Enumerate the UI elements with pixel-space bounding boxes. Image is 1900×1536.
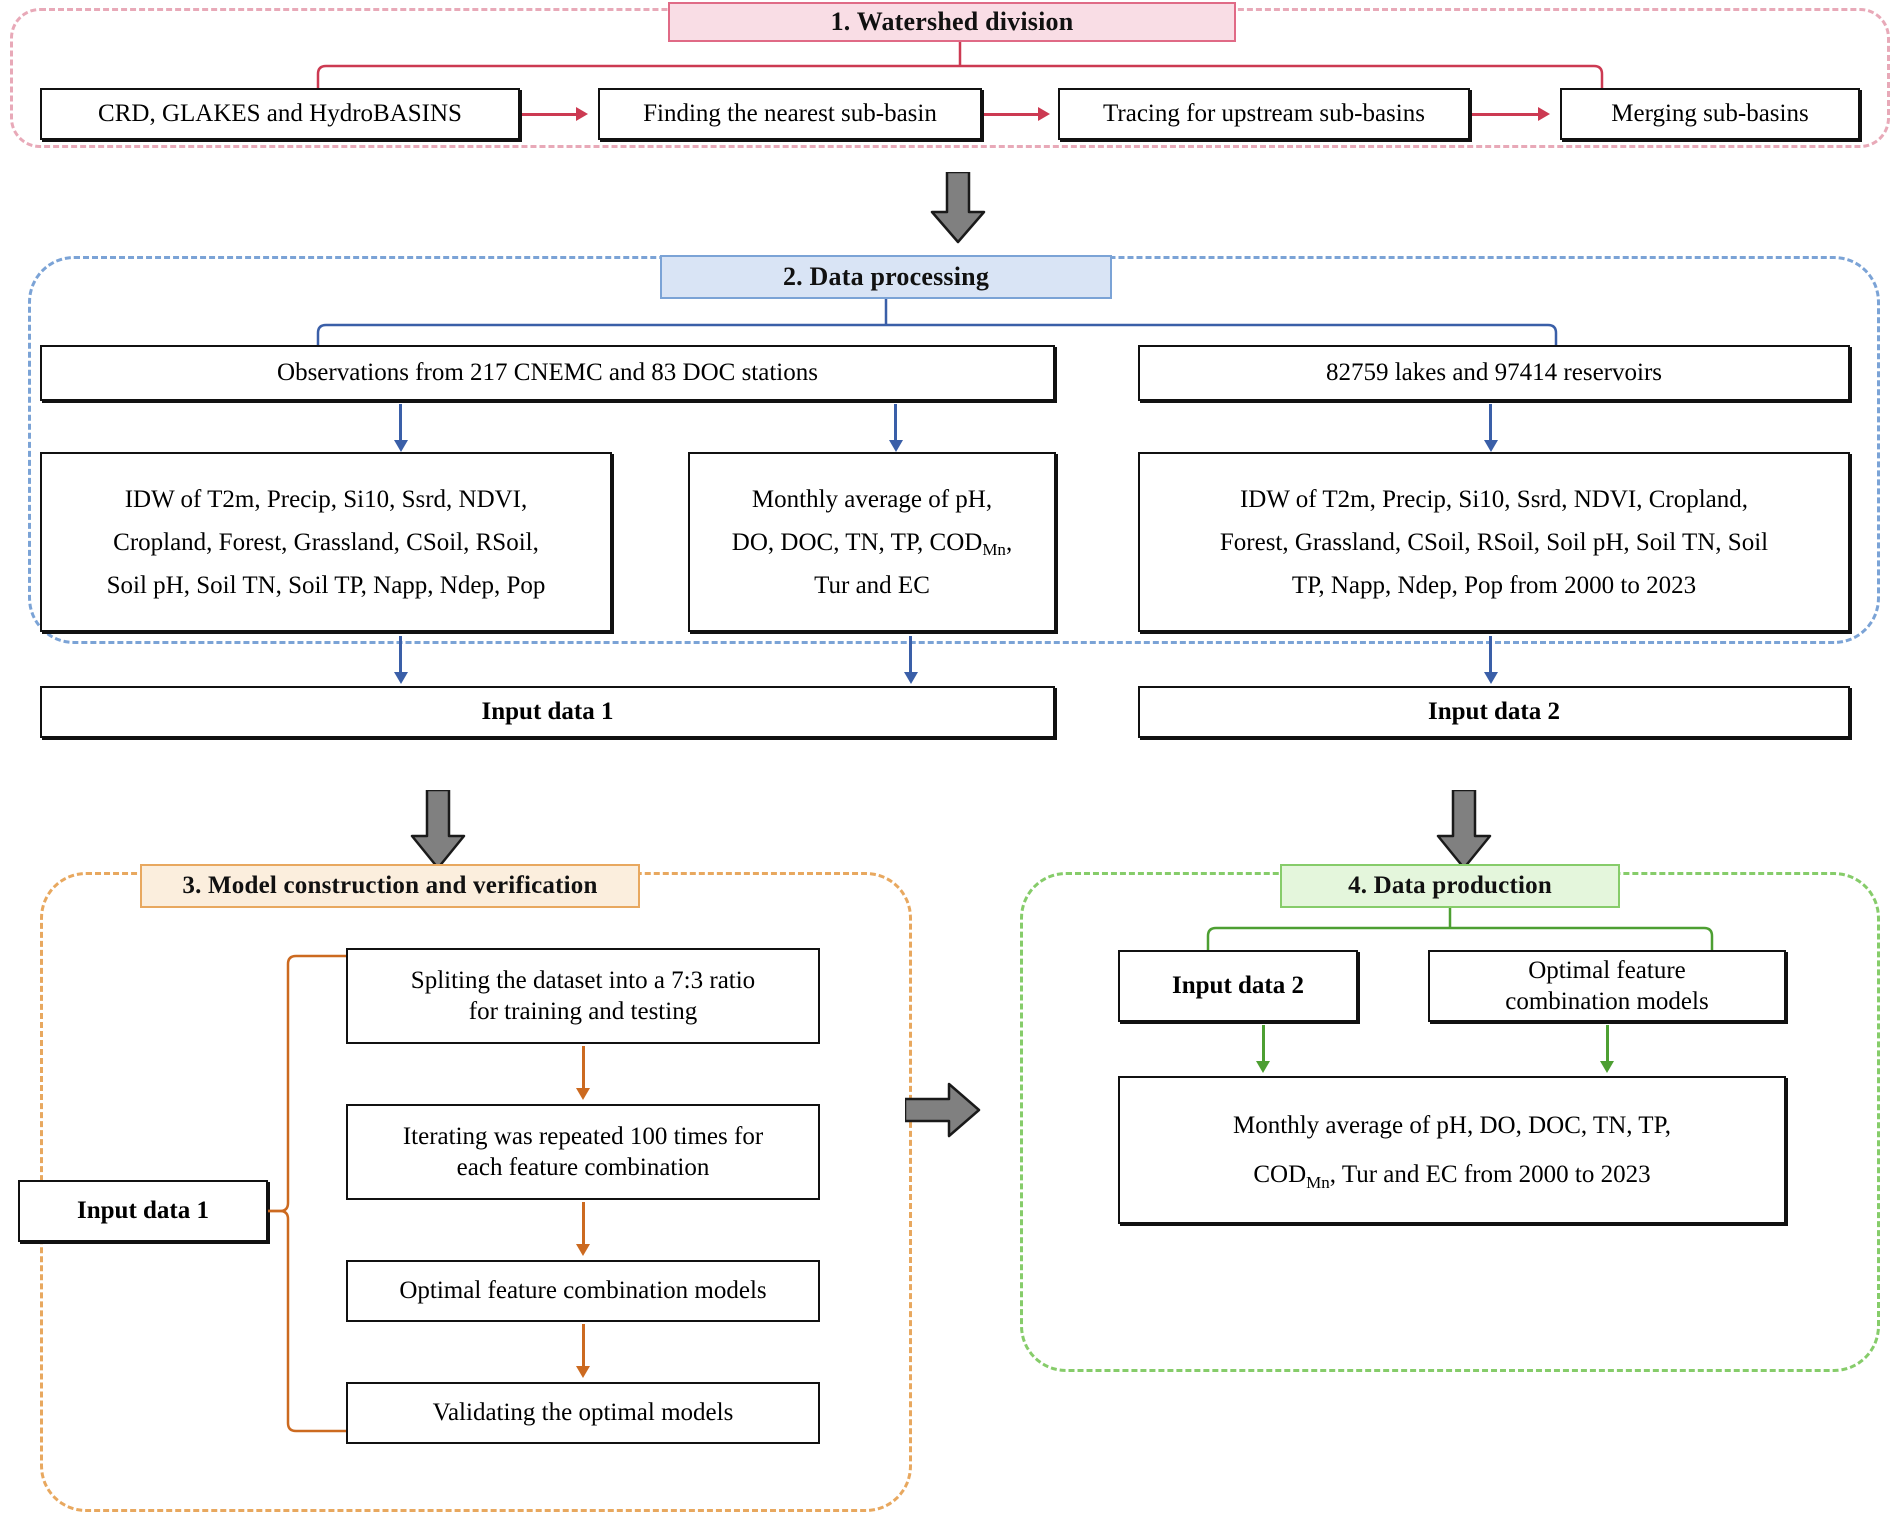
arrow-head-icon bbox=[904, 672, 918, 684]
step-line: each feature combination bbox=[456, 1154, 710, 1181]
input-box-label: Input data 2 bbox=[1172, 972, 1304, 1000]
arrow-head-icon bbox=[1484, 672, 1498, 684]
process-box-label: Merging sub-basins bbox=[1611, 100, 1809, 128]
step-line: for training and testing bbox=[468, 998, 698, 1025]
gray-block-arrow-down-icon bbox=[1434, 790, 1494, 870]
arrow-line bbox=[984, 113, 1038, 116]
output-box-label: Input data 2 bbox=[1428, 698, 1560, 726]
arrow-line bbox=[582, 1046, 585, 1090]
process-box-merging-subbasins[interactable]: Merging sub-basins bbox=[1560, 88, 1860, 140]
arrow-line bbox=[399, 404, 402, 442]
source-box-label: Observations from 217 CNEMC and 83 DOC s… bbox=[277, 359, 818, 387]
step-line: Validating the optimal models bbox=[432, 1399, 734, 1427]
arrow-line bbox=[582, 1202, 585, 1246]
arrow-line bbox=[1489, 636, 1492, 674]
section-title-data-production: 4. Data production bbox=[1280, 864, 1620, 908]
cod-suffix: , Tur and EC from 2000 to 2023 bbox=[1329, 1161, 1651, 1188]
processing-line: Forest, Grassland, CSoil, RSoil, Soil pH… bbox=[1219, 528, 1769, 556]
arrow-head-icon bbox=[576, 107, 588, 121]
arrow-head-icon bbox=[1600, 1061, 1614, 1073]
input-box-optimal-models[interactable]: Optimal feature combination models bbox=[1428, 950, 1786, 1022]
arrow-head-icon bbox=[1038, 107, 1050, 121]
processing-line: Cropland, Forest, Grassland, CSoil, RSoi… bbox=[113, 528, 539, 556]
input-box-input-data-1[interactable]: Input data 1 bbox=[18, 1180, 268, 1242]
arrow-head-icon bbox=[576, 1366, 590, 1378]
step-box-iterating[interactable]: Iterating was repeated 100 times for eac… bbox=[346, 1104, 820, 1200]
step-box-validating-models[interactable]: Validating the optimal models bbox=[346, 1382, 820, 1444]
processing-box-monthly-average[interactable]: Monthly average of pH, DO, DOC, TN, TP, … bbox=[688, 452, 1056, 632]
section-title-model-construction: 3. Model construction and verification bbox=[140, 864, 640, 908]
input-box-line: Optimal feature bbox=[1528, 956, 1686, 984]
output-box-label: Input data 1 bbox=[481, 698, 614, 726]
arrow-line bbox=[1489, 404, 1492, 442]
section-title-data-processing: 2. Data processing bbox=[660, 255, 1112, 299]
process-box-tracing-upstream[interactable]: Tracing for upstream sub-basins bbox=[1058, 88, 1470, 140]
step-line: Optimal feature combination models bbox=[399, 1277, 767, 1305]
cod-subscript: Mn bbox=[1306, 1172, 1330, 1192]
gray-block-arrow-down-icon bbox=[408, 790, 468, 870]
input-box-input-data-2[interactable]: Input data 2 bbox=[1118, 950, 1358, 1022]
processing-line-cod: DO, DOC, TN, TP, CODMn, bbox=[700, 528, 1044, 559]
cod-subscript: Mn bbox=[982, 540, 1006, 560]
arrow-head-icon bbox=[1484, 440, 1498, 452]
arrow-head-icon bbox=[576, 1244, 590, 1256]
processing-line: TP, Napp, Ndep, Pop from 2000 to 2023 bbox=[1291, 571, 1697, 599]
input-box-label: Input data 1 bbox=[77, 1197, 209, 1225]
processing-box-idw-lakes[interactable]: IDW of T2m, Precip, Si10, Ssrd, NDVI, Cr… bbox=[1138, 452, 1850, 632]
arrow-line bbox=[1472, 113, 1538, 116]
arrow-head-icon bbox=[1256, 1061, 1270, 1073]
step-line: Spliting the dataset into a 7:3 ratio bbox=[410, 966, 756, 994]
arrow-line bbox=[1262, 1025, 1265, 1063]
processing-line: IDW of T2m, Precip, Si10, Ssrd, NDVI, Cr… bbox=[1239, 485, 1749, 513]
output-box-monthly-products[interactable]: Monthly average of pH, DO, DOC, TN, TP, … bbox=[1118, 1076, 1786, 1224]
source-box-label: 82759 lakes and 97414 reservoirs bbox=[1325, 359, 1663, 387]
cod-suffix: , bbox=[1005, 528, 1013, 556]
processing-box-idw-stations[interactable]: IDW of T2m, Precip, Si10, Ssrd, NDVI, Cr… bbox=[40, 452, 612, 632]
arrow-head-icon bbox=[1538, 107, 1550, 121]
arrow-head-icon bbox=[889, 440, 903, 452]
gray-block-arrow-down-icon bbox=[928, 172, 988, 244]
gray-block-arrow-right-icon bbox=[905, 1080, 983, 1140]
source-box-observations[interactable]: Observations from 217 CNEMC and 83 DOC s… bbox=[40, 345, 1055, 401]
process-box-label: Finding the nearest sub-basin bbox=[643, 100, 937, 128]
processing-line: IDW of T2m, Precip, Si10, Ssrd, NDVI, bbox=[124, 485, 528, 513]
arrow-line bbox=[1606, 1025, 1609, 1063]
source-box-lakes-reservoirs[interactable]: 82759 lakes and 97414 reservoirs bbox=[1138, 345, 1850, 401]
input-box-line: combination models bbox=[1505, 988, 1709, 1015]
arrow-head-icon bbox=[394, 440, 408, 452]
output-box-input-data-2[interactable]: Input data 2 bbox=[1138, 686, 1850, 738]
arrow-head-icon bbox=[576, 1088, 590, 1100]
arrow-line bbox=[909, 636, 912, 674]
output-line-cod: CODMn, Tur and EC from 2000 to 2023 bbox=[1130, 1161, 1774, 1191]
cod-prefix: DO, DOC, TN, TP, COD bbox=[731, 528, 983, 556]
process-box-label: CRD, GLAKES and HydroBASINS bbox=[98, 100, 462, 128]
output-box-input-data-1[interactable]: Input data 1 bbox=[40, 686, 1055, 738]
process-box-nearest-subbasin[interactable]: Finding the nearest sub-basin bbox=[598, 88, 982, 140]
output-line: Monthly average of pH, DO, DOC, TN, TP, bbox=[1233, 1112, 1671, 1139]
processing-line: Monthly average of pH, bbox=[751, 485, 993, 513]
cod-prefix: COD bbox=[1253, 1161, 1307, 1188]
arrow-line bbox=[582, 1324, 585, 1368]
process-box-label: Tracing for upstream sub-basins bbox=[1103, 100, 1425, 128]
arrow-line bbox=[399, 636, 402, 674]
processing-line: Tur and EC bbox=[814, 571, 930, 599]
step-line: Iterating was repeated 100 times for bbox=[402, 1122, 764, 1150]
process-box-crd-glakes[interactable]: CRD, GLAKES and HydroBASINS bbox=[40, 88, 520, 140]
step-box-optimal-models[interactable]: Optimal feature combination models bbox=[346, 1260, 820, 1322]
step-box-split-dataset[interactable]: Spliting the dataset into a 7:3 ratio fo… bbox=[346, 948, 820, 1044]
arrow-line bbox=[894, 404, 897, 442]
section-title-watershed-division: 1. Watershed division bbox=[668, 2, 1236, 42]
arrow-line bbox=[522, 113, 576, 116]
processing-line: Soil pH, Soil TN, Soil TP, Napp, Ndep, P… bbox=[106, 571, 546, 599]
arrow-head-icon bbox=[394, 672, 408, 684]
